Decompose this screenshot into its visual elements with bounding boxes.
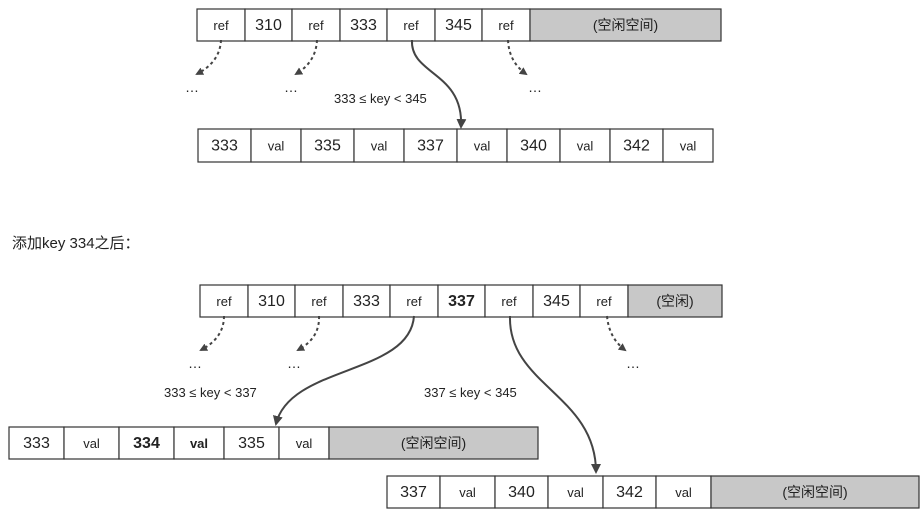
after-left-child-cell-key — [118, 426, 175, 460]
after-parent-cell-text: 345 — [543, 293, 570, 310]
after-right-child-cell-text: 342 — [616, 484, 643, 501]
before-dots-2: … — [284, 79, 298, 95]
after-right-child-cell-val — [655, 475, 712, 509]
after-left-child-page: 333 val 334 val 335 val (空闲空间) — [8, 426, 539, 460]
after-right-child-cell-text: (空闲空间) — [782, 484, 847, 500]
before-child-cell-text: 337 — [417, 138, 444, 155]
after-dots-3: … — [626, 355, 640, 371]
after-parent-cell-text: (空闲) — [656, 293, 693, 309]
before-dots-3: … — [528, 79, 542, 95]
after-parent-cell-text: 337 — [448, 293, 475, 310]
before-child-cell-val — [559, 128, 611, 163]
after-left-child-cell-text: 335 — [238, 435, 265, 452]
after-parent-cell-ref — [389, 284, 439, 318]
before-parent-cell-text: ref — [213, 18, 229, 33]
before-child-cell-key — [403, 128, 458, 163]
after-dots-2: … — [287, 355, 301, 371]
before-dashed-arrow-3 — [507, 39, 528, 76]
before-dashed-arrow-1 — [195, 39, 222, 75]
before-child-cell-val — [353, 128, 405, 163]
before-child-cell-val — [662, 128, 714, 163]
after-right-child-cell-text: val — [567, 485, 584, 500]
after-dashed-arrow-1 — [199, 315, 225, 351]
after-left-child-cell-text: val — [296, 436, 313, 451]
after-parent-cell-text: ref — [216, 294, 232, 309]
before-parent-page: ref 310 ref 333 ref 345 ref (空闲空间) — [196, 8, 722, 42]
before-parent-cell-key — [244, 8, 293, 42]
caption: 添加key 334之后： — [12, 235, 140, 252]
after-parent-cell-key — [342, 284, 391, 318]
after-right-child-page: 337 val 340 val 342 val (空闲空间) — [386, 475, 920, 509]
after-parent-cell-ref — [294, 284, 344, 318]
after-right-child-cell-val — [439, 475, 496, 509]
after-arrows — [199, 315, 627, 474]
after-left-range-label: 333 ≤ key < 337 — [164, 385, 257, 400]
after-dashed-arrow-2 — [296, 315, 321, 351]
after-right-child-cell-text: 340 — [508, 484, 535, 501]
after-parent-cell-text: 333 — [353, 293, 380, 310]
after-left-child-cell-free — [328, 426, 539, 460]
before-parent-cell-text: (空闲空间) — [593, 17, 658, 33]
after-right-child-cell-text: 337 — [400, 484, 427, 501]
after-left-child-cell-val — [278, 426, 330, 460]
before-range-label: 333 ≤ key < 345 — [334, 91, 427, 106]
before-parent-cell-ref — [481, 8, 531, 42]
after-parent-cell-text: 310 — [258, 293, 285, 310]
after-left-child-cell-text: val — [190, 436, 208, 451]
before-parent-cell-text: 345 — [445, 17, 472, 34]
before-parent-cell-text: 333 — [350, 17, 377, 34]
after-right-child-cell-free — [710, 475, 920, 509]
after-parent-page: ref 310 ref 333 ref 337 ref 345 ref (空闲) — [199, 284, 723, 318]
before-child-cell-key — [609, 128, 664, 163]
after-parent-cell-ref — [579, 284, 629, 318]
after-parent-cell-key — [247, 284, 296, 318]
after-right-child-cell-text: val — [459, 485, 476, 500]
before-arrows — [195, 39, 528, 129]
after-solid-arrow-right — [508, 315, 601, 474]
before-child-cell-text: 335 — [314, 138, 341, 155]
before-parent-cell-text: ref — [498, 18, 514, 33]
before-child-cell-text: 342 — [623, 138, 650, 155]
before-child-cell-text: val — [474, 139, 491, 154]
before-parent-cell-text: ref — [308, 18, 324, 33]
before-parent-cell-ref — [196, 8, 246, 42]
before-dots-1: … — [185, 79, 199, 95]
after-right-range-label: 337 ≤ key < 345 — [424, 385, 517, 400]
before-child-cell-text: 340 — [520, 138, 547, 155]
after-dashed-arrow-3 — [606, 315, 627, 352]
before-child-cell-text: val — [577, 139, 594, 154]
after-parent-cell-ref — [199, 284, 249, 318]
after-left-child-cell-key — [8, 426, 65, 460]
before-child-cell-text: val — [371, 139, 388, 154]
after-right-child-cell-key — [386, 475, 441, 509]
after-parent-cell-free — [627, 284, 723, 318]
before-child-cell-text: 333 — [211, 138, 238, 155]
before-child-page: 333 val 335 val 337 val 340 val 342 val — [197, 128, 714, 163]
before-child-cell-text: val — [268, 139, 285, 154]
before-parent-cell-key — [434, 8, 483, 42]
before-parent-cell-text: 310 — [255, 17, 282, 34]
after-left-child-cell-text: 333 — [23, 435, 50, 452]
before-child-cell-val — [250, 128, 302, 163]
after-right-child-cell-key — [494, 475, 549, 509]
before-child-cell-key — [197, 128, 252, 163]
after-parent-cell-text: ref — [311, 294, 327, 309]
after-parent-cell-text: ref — [406, 294, 422, 309]
after-left-child-cell-text: val — [83, 436, 100, 451]
after-right-child-cell-key — [602, 475, 657, 509]
before-parent-cell-free — [529, 8, 722, 42]
before-dashed-arrow-2 — [294, 39, 318, 76]
before-solid-arrow — [410, 39, 467, 129]
before-child-cell-val — [456, 128, 508, 163]
after-parent-cell-text: ref — [501, 294, 517, 309]
after-right-child-cell-text: val — [675, 485, 692, 500]
before-child-cell-text: val — [680, 139, 697, 154]
after-left-child-cell-text: (空闲空间) — [401, 435, 466, 451]
after-parent-cell-text: ref — [596, 294, 612, 309]
after-dots-1: … — [188, 355, 202, 371]
after-solid-arrow-left — [272, 315, 415, 426]
before-parent-cell-text: ref — [403, 18, 419, 33]
after-left-child-cell-text: 334 — [133, 435, 160, 452]
